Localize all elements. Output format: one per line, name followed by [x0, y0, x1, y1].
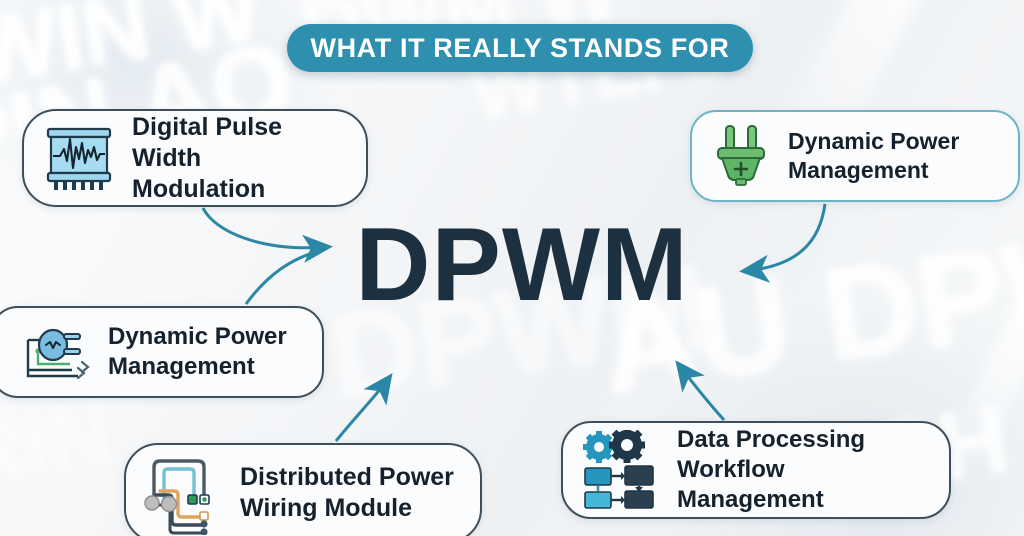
center-acronym: DPWM [355, 207, 689, 323]
card-dynamic-power-management-right[interactable]: Dynamic Power Management [690, 110, 1020, 202]
card-label: Dynamic Power Management [788, 127, 959, 184]
card-distributed-power-wiring-module[interactable]: Distributed Power Wiring Module [124, 443, 482, 536]
gears-flowchart-icon [579, 430, 663, 510]
card-label-line2: Modulation [132, 174, 266, 203]
arrow-from-dataproc-card [675, 360, 726, 422]
card-label-line2: Management [108, 353, 255, 380]
card-label: Dynamic Power Management [108, 322, 287, 382]
card-label: Digital Pulse Width Modulation [132, 112, 352, 205]
background-watermark-text: RIN [0, 381, 119, 504]
arrow-from-green-plug-card [739, 203, 827, 283]
card-label-line1: Distributed Power [240, 463, 454, 491]
title-banner: WHAT IT REALLY STANDS FOR [287, 24, 753, 72]
green-power-plug-icon [710, 122, 772, 190]
card-label-line2: Wiring Module [240, 494, 412, 522]
card-label: Data Processing Workflow Management [677, 425, 935, 514]
card-dynamic-power-management-left[interactable]: Dynamic Power Management [0, 306, 324, 398]
title-banner-text: WHAT IT REALLY STANDS FOR [310, 32, 730, 63]
arrow-from-wiring-card [334, 373, 393, 442]
arrow-from-oscilloscope-card [201, 207, 333, 263]
blue-plug-circuit-icon [20, 318, 94, 386]
cable-routing-icon [142, 451, 224, 535]
card-label: Distributed Power Wiring Module [240, 462, 454, 524]
card-label-line1: Dynamic Power [108, 323, 287, 351]
background-watermark-text: WIN W [0, 0, 268, 104]
card-data-processing-workflow-management[interactable]: Data Processing Workflow Management [561, 421, 951, 519]
card-label-line2: Management [788, 157, 929, 183]
arrow-from-left-plug-card [244, 248, 323, 305]
card-label-line1: Data Processing [677, 426, 866, 454]
card-digital-pulse-width-modulation[interactable]: Digital Pulse Width Modulation [22, 109, 368, 207]
oscilloscope-waveform-icon [40, 123, 118, 193]
background-light-streak [937, 158, 1024, 482]
card-label-line1: Dynamic Power [788, 128, 960, 155]
card-label-line1: Digital Pulse Width [132, 112, 283, 172]
card-label-line2: Workflow Management [677, 456, 824, 513]
